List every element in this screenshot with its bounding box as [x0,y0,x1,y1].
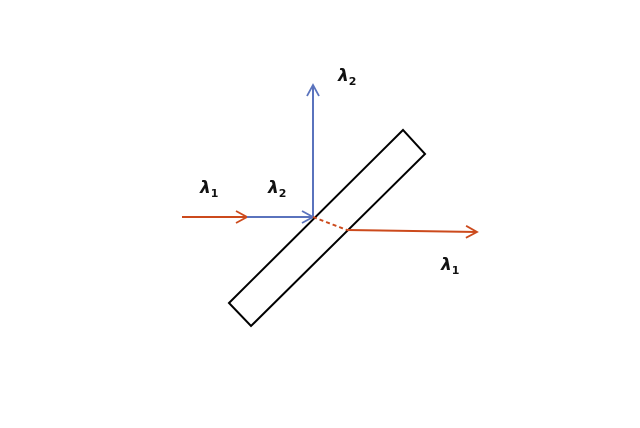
label-reflected-lambda2: λ2 [337,66,356,88]
refracted-lambda1-dashed [312,216,348,231]
label-incident-lambda1: λ1 [199,178,218,200]
transmitted-lambda1-beam [346,225,479,239]
label-transmitted-lambda1: λ1 [440,255,459,277]
beam-splitter-plate [227,128,427,328]
label-incident-lambda2: λ2 [267,178,286,200]
